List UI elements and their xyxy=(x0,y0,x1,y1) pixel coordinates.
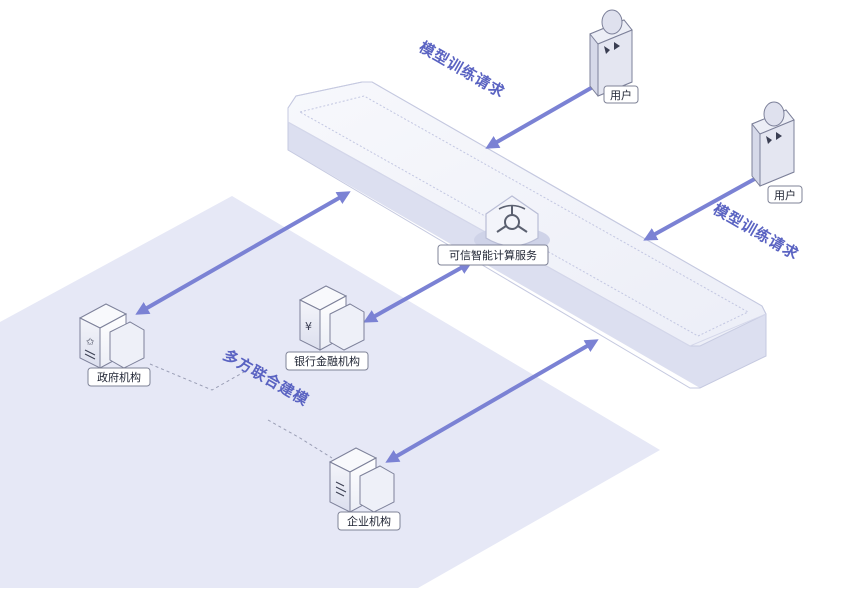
user-label-right: 用户 xyxy=(774,188,796,202)
network-hub-icon xyxy=(496,204,528,233)
user-node-top[interactable]: 用户 xyxy=(589,9,639,104)
gov-node[interactable]: ✩ 政府机构 xyxy=(78,303,151,387)
enterprise-label: 企业机构 xyxy=(347,514,391,528)
building-icon: ¥ xyxy=(298,285,365,351)
user-node-right[interactable]: 用户 xyxy=(751,101,803,204)
user-icon xyxy=(751,101,795,187)
building-icon xyxy=(328,447,395,513)
enterprise-node[interactable]: 企业机构 xyxy=(328,447,401,531)
arrow-bank-service xyxy=(363,261,473,323)
joint-modeling-connectors xyxy=(149,363,333,459)
gov-label: 政府机构 xyxy=(97,370,141,384)
star-icon: ✩ xyxy=(86,337,95,348)
user-icon xyxy=(589,9,633,97)
user-label-top: 用户 xyxy=(610,88,632,102)
bank-node[interactable]: ¥ 银行金融机构 xyxy=(285,285,369,371)
bank-label: 银行金融机构 xyxy=(294,354,360,368)
arrow-user-top-to-platform xyxy=(485,82,599,149)
request-label-top: 模型训练请求 xyxy=(416,38,508,102)
arrows xyxy=(135,82,761,463)
building-icon: ✩ xyxy=(78,303,145,369)
yen-icon: ¥ xyxy=(305,320,312,333)
arrow-gov-platform xyxy=(135,191,351,315)
service-node[interactable]: 可信智能计算服务 xyxy=(437,195,550,266)
service-label: 可信智能计算服务 xyxy=(449,248,537,262)
request-label-right: 模型训练请求 xyxy=(710,200,802,264)
arrow-user-right-to-platform xyxy=(643,174,761,241)
arrow-enterprise-platform xyxy=(385,339,599,463)
